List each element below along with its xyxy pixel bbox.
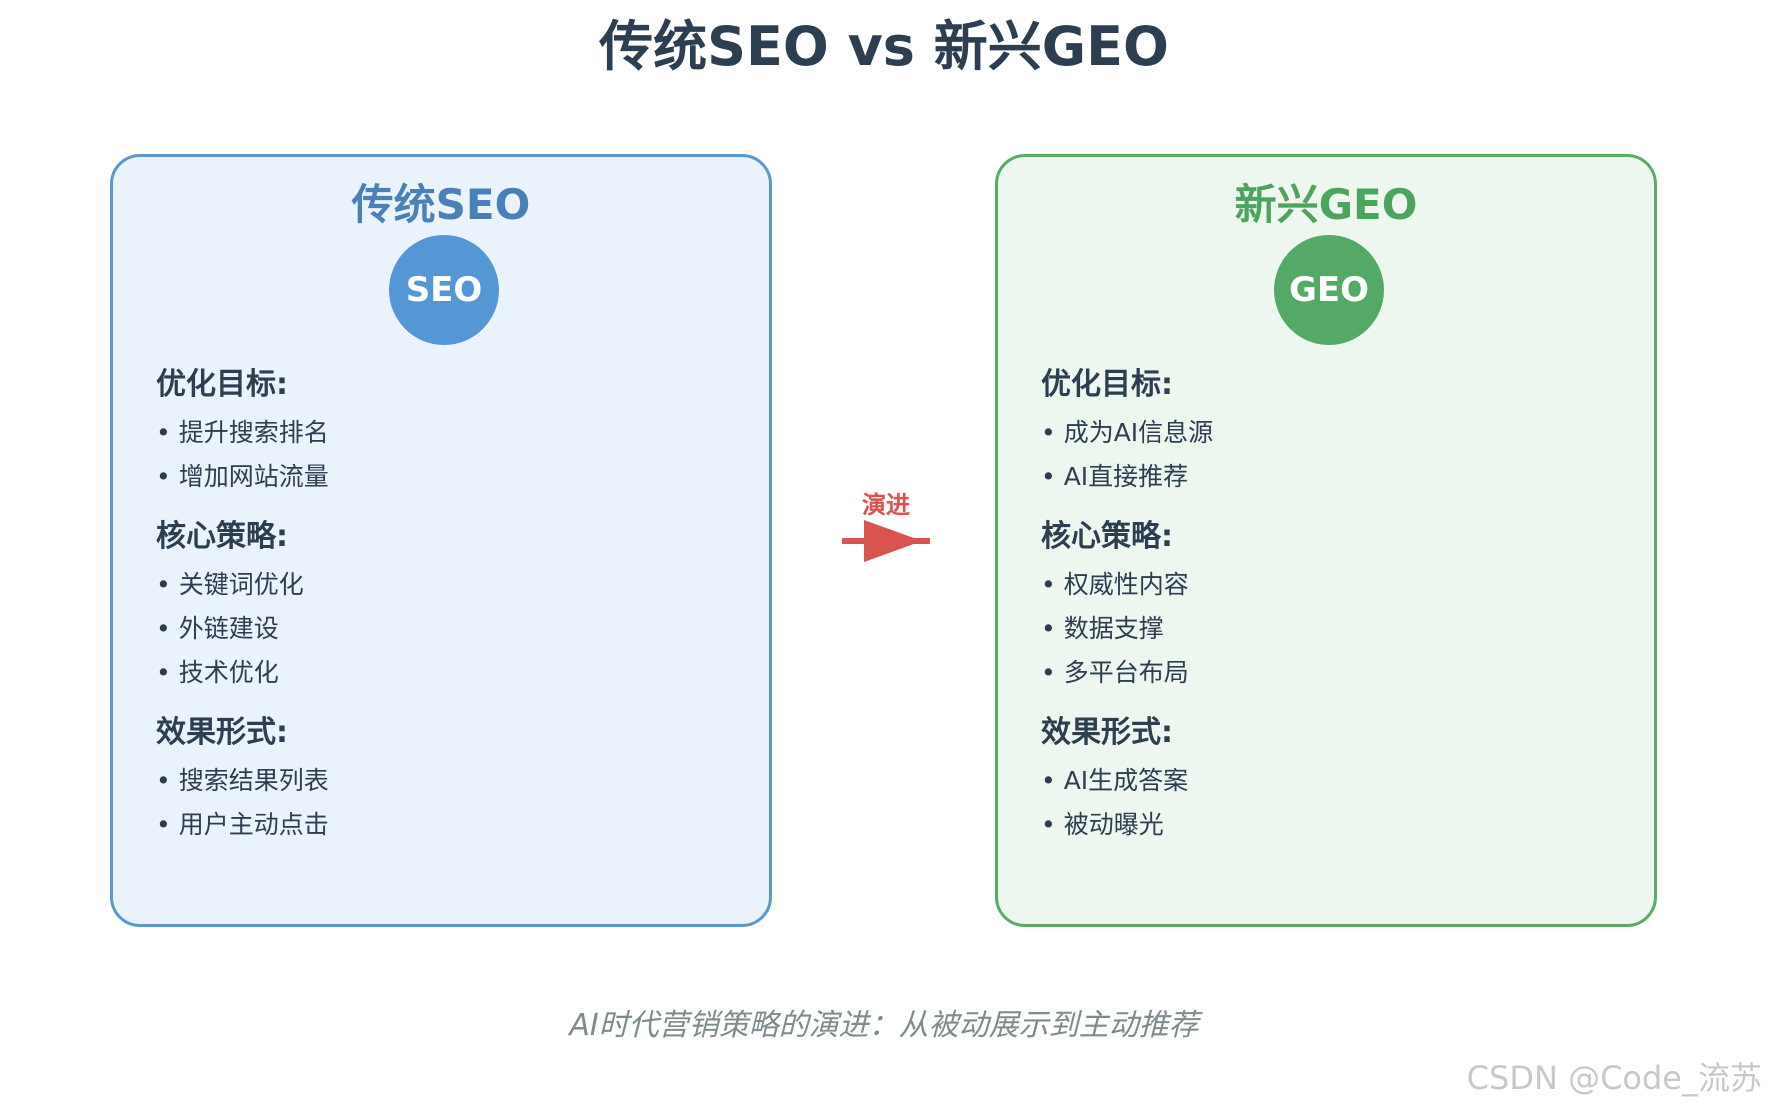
seo-goal-item: • 提升搜索排名 xyxy=(156,418,329,447)
geo-effect-item: • AI生成答案 xyxy=(1041,766,1189,795)
geo-section-strategy-heading: 核心策略: xyxy=(1041,519,1173,554)
seo-section-goal-heading: 优化目标: xyxy=(156,367,288,402)
seo-badge: SEO xyxy=(389,235,499,345)
geo-badge: GEO xyxy=(1274,235,1384,345)
geo-strategy-item: • 数据支撑 xyxy=(1041,614,1164,643)
seo-strategy-item: • 技术优化 xyxy=(156,658,279,687)
seo-content: 优化目标: • 提升搜索排名 • 增加网站流量 核心策略: • 关键词优化 • … xyxy=(156,365,716,847)
geo-panel-title: 新兴GEO xyxy=(1234,180,1418,229)
geo-panel: 新兴GEO GEO 优化目标: • 成为AI信息源 • AI直接推荐 核心策略:… xyxy=(995,154,1657,927)
geo-section-goal-heading: 优化目标: xyxy=(1041,367,1173,402)
seo-section-strategy-heading: 核心策略: xyxy=(156,519,288,554)
geo-effect-item: • 被动曝光 xyxy=(1041,810,1164,839)
seo-strategy-item: • 外链建设 xyxy=(156,614,279,643)
evolution-arrow-label: 演进 xyxy=(862,491,910,519)
seo-section-effect-heading: 效果形式: xyxy=(156,715,288,750)
seo-panel-title: 传统SEO xyxy=(351,180,531,229)
diagram-caption: AI时代营销策略的演进：从被动展示到主动推荐 xyxy=(569,1008,1199,1043)
watermark: CSDN @Code_流苏 xyxy=(1466,1059,1762,1097)
geo-goal-item: • AI直接推荐 xyxy=(1041,462,1189,491)
geo-section-effect-heading: 效果形式: xyxy=(1041,715,1173,750)
seo-effect-item: • 搜索结果列表 xyxy=(156,766,329,795)
geo-content: 优化目标: • 成为AI信息源 • AI直接推荐 核心策略: • 权威性内容 •… xyxy=(1041,365,1601,847)
evolution-arrow: 演进 xyxy=(840,490,932,570)
geo-strategy-item: • 权威性内容 xyxy=(1041,570,1189,599)
geo-strategy-item: • 多平台布局 xyxy=(1041,658,1189,687)
seo-panel: 传统SEO SEO 优化目标: • 提升搜索排名 • 增加网站流量 核心策略: … xyxy=(110,154,772,927)
geo-goal-item: • 成为AI信息源 xyxy=(1041,418,1214,447)
seo-strategy-item: • 关键词优化 xyxy=(156,570,304,599)
arrow-right-icon xyxy=(842,520,930,562)
seo-goal-item: • 增加网站流量 xyxy=(156,462,329,491)
page-title: 传统SEO vs 新兴GEO xyxy=(599,15,1169,78)
seo-effect-item: • 用户主动点击 xyxy=(156,810,329,839)
